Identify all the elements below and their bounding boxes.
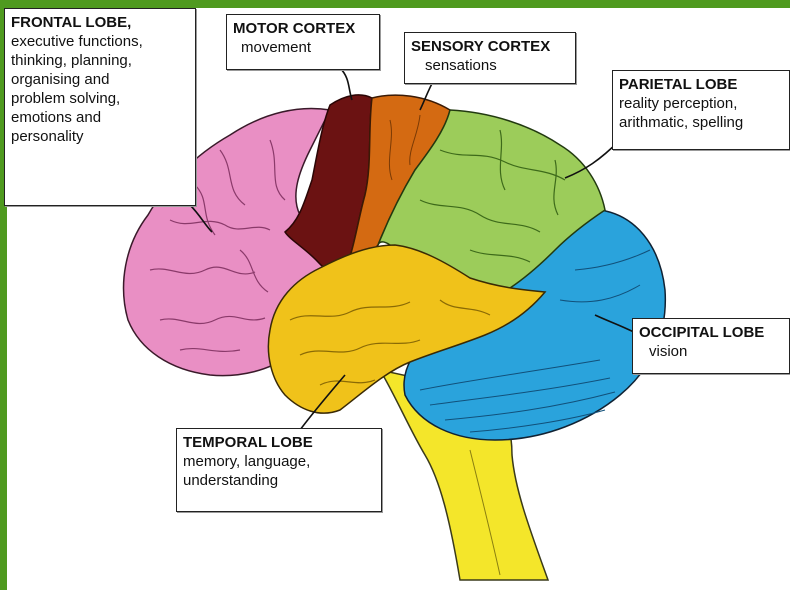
temporal-lobe-desc: memory, language, understanding (183, 452, 375, 490)
frontal-lobe-desc: executive functions, thinking, planning,… (11, 32, 189, 146)
occipital-lobe-title: OCCIPITAL LOBE (639, 323, 783, 342)
parietal-lobe-label: PARIETAL LOBE reality perception, arithm… (612, 70, 790, 150)
motor-cortex-label: MOTOR CORTEX movement (226, 14, 380, 70)
temporal-lobe-label: TEMPORAL LOBE memory, language, understa… (176, 428, 382, 512)
temporal-lobe-title: TEMPORAL LOBE (183, 433, 375, 452)
motor-cortex-desc: movement (233, 38, 373, 57)
occipital-lobe-desc: vision (639, 342, 783, 361)
sensory-cortex-title: SENSORY CORTEX (411, 37, 569, 56)
parietal-lobe-desc: reality perception, arithmatic, spelling (619, 94, 783, 132)
sensory-cortex-label: SENSORY CORTEX sensations (404, 32, 576, 84)
occipital-lobe-label: OCCIPITAL LOBE vision (632, 318, 790, 374)
frontal-lobe-label: FRONTAL LOBE, executive functions, think… (4, 8, 196, 206)
sensory-cortex-desc: sensations (411, 56, 569, 75)
parietal-lobe-title: PARIETAL LOBE (619, 75, 783, 94)
frontal-lobe-title: FRONTAL LOBE, (11, 13, 189, 32)
motor-cortex-title: MOTOR CORTEX (233, 19, 373, 38)
